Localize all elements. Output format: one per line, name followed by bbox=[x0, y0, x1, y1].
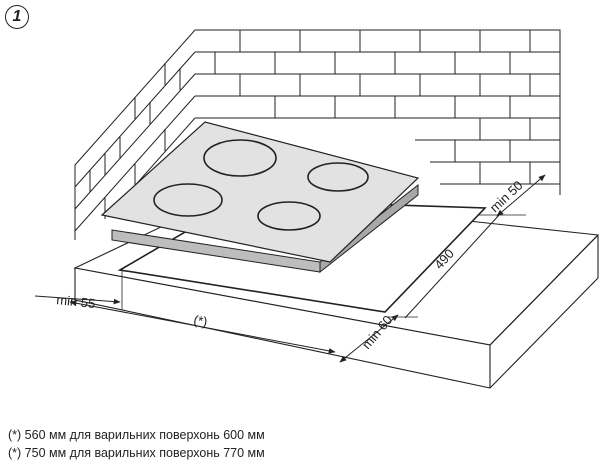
cooktop-glass-surface bbox=[100, 121, 420, 263]
cooking-zone-front-left bbox=[153, 183, 223, 217]
dimension-label-min-55: min 55 bbox=[56, 292, 96, 311]
footnote-line-2: (*) 750 мм для варильних поверхонь 770 м… bbox=[8, 446, 265, 460]
installation-diagram: min 50 490 min 55 (*) min 60 bbox=[34, 29, 600, 389]
footnote-line-1: (*) 560 мм для варильних поверхонь 600 м… bbox=[8, 428, 265, 442]
cooktop bbox=[100, 121, 420, 274]
cooking-zone-back-left bbox=[203, 139, 277, 177]
cooking-zone-back-right bbox=[307, 162, 369, 192]
footnotes: (*) 560 мм для варильних поверхонь 600 м… bbox=[8, 426, 265, 462]
step-number-badge: 1 bbox=[5, 5, 29, 29]
dimension-label-cutout-width: (*) bbox=[192, 312, 208, 329]
dimension-lines bbox=[34, 174, 546, 363]
tiled-wall bbox=[74, 29, 561, 240]
cooking-zone-front-right bbox=[257, 201, 321, 231]
